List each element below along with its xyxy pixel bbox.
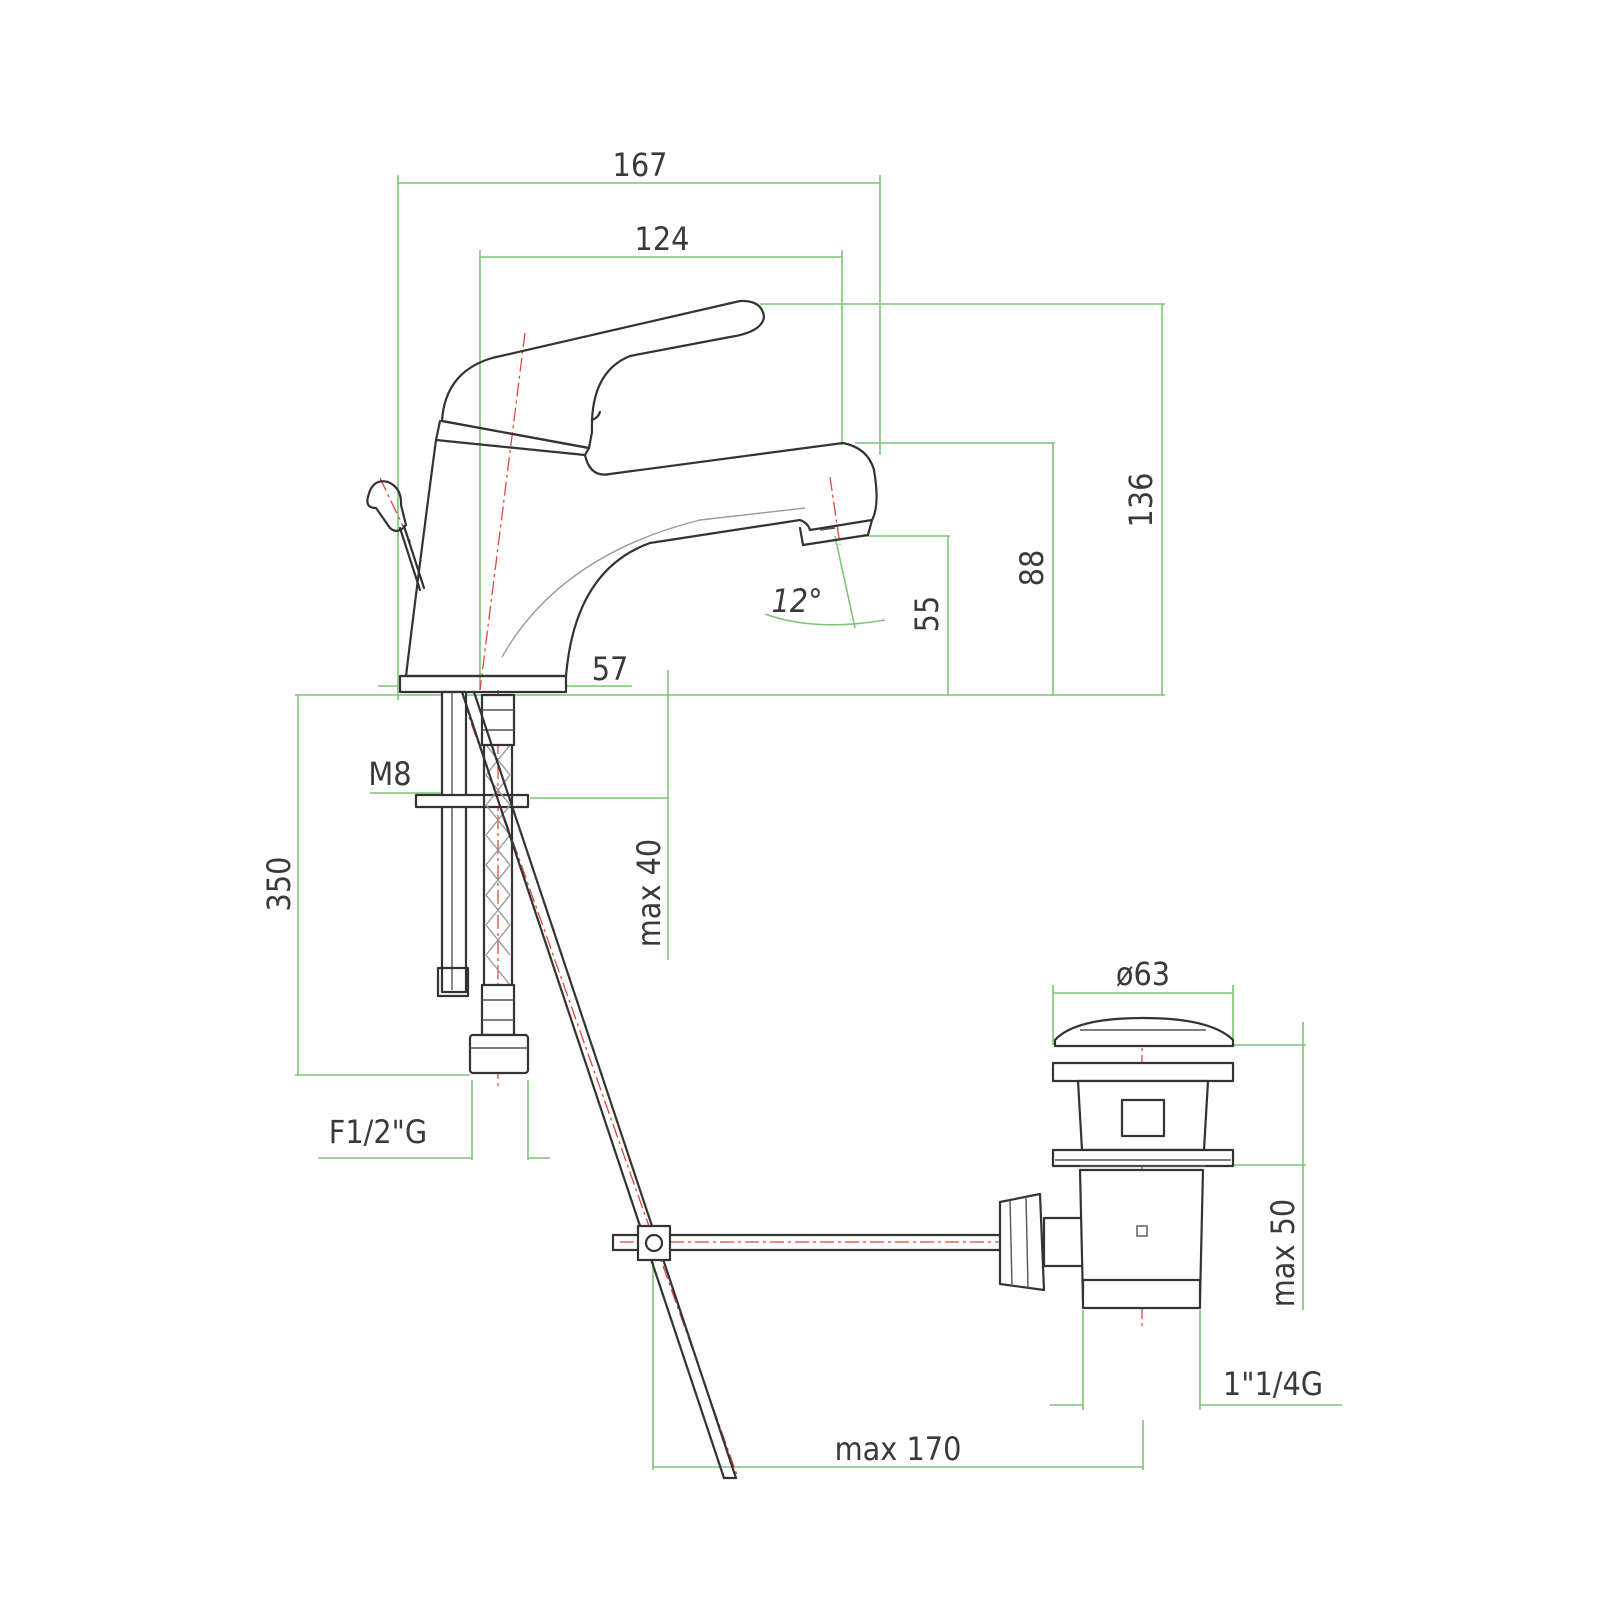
faucet xyxy=(366,299,878,694)
base-flange xyxy=(398,674,568,694)
popup-knob xyxy=(366,480,408,532)
popup-waste xyxy=(611,1016,1235,1310)
dimension-labels: 167 124 136 88 55 12° 57 M8 350 max 40 F… xyxy=(260,146,1323,1468)
dim-total-length: 167 xyxy=(613,146,668,184)
dim-max-basin: max 50 xyxy=(1264,1199,1302,1307)
flexible-hose xyxy=(482,738,514,987)
waste-cap xyxy=(1053,1016,1235,1048)
dim-spout-angle: 12° xyxy=(771,582,822,620)
dim-total-height: 136 xyxy=(1122,473,1160,528)
dim-hose-length: 350 xyxy=(260,857,298,912)
dim-base-diameter: 57 xyxy=(592,650,629,688)
under-deck-parts xyxy=(414,690,738,1480)
lever-handle xyxy=(440,299,766,450)
dim-max-rod: max 170 xyxy=(835,1430,962,1468)
dim-hose-connection: F1/2"G xyxy=(329,1113,427,1151)
dim-waste-diameter: ø63 xyxy=(1116,955,1170,993)
dim-spout-height: 88 xyxy=(1013,550,1051,587)
dimension-lines xyxy=(295,175,1342,1470)
faucet-body xyxy=(404,438,878,678)
dim-stud-thread: M8 xyxy=(368,755,411,793)
dim-spout-reach: 124 xyxy=(635,220,690,258)
aerator xyxy=(798,518,874,547)
dim-waste-thread: 1"1/4G xyxy=(1223,1365,1323,1403)
dim-aerator-height: 55 xyxy=(908,596,946,633)
dim-max-deck: max 40 xyxy=(630,839,668,947)
